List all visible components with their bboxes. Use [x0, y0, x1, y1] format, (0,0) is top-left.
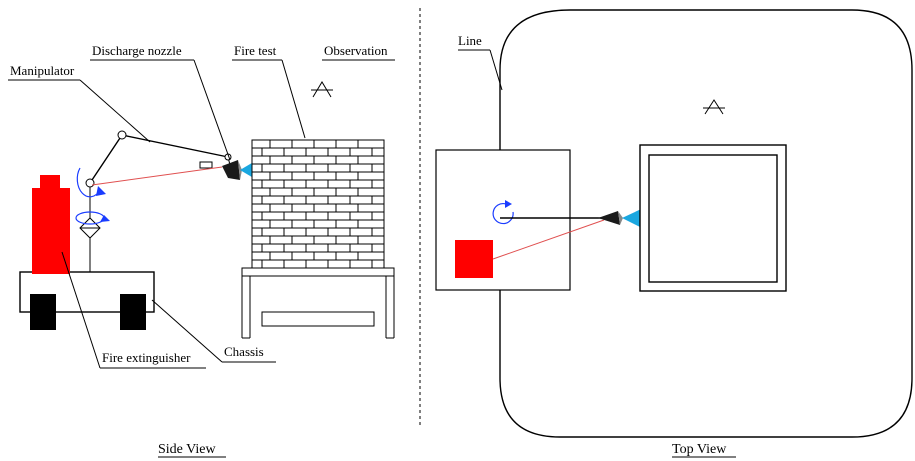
rotation-arrowhead-top [505, 200, 512, 208]
fire-extinguisher [32, 188, 70, 274]
discharge-nozzle [222, 160, 240, 180]
fire-test-stand [241, 267, 395, 339]
caption-top-view: Top View [672, 442, 727, 457]
laser-beam-side [91, 166, 223, 186]
rotation-arrowhead-shoulder [96, 186, 106, 196]
leader-line [489, 49, 503, 91]
observation-symbol-side [312, 81, 332, 98]
label-fire-test: Fire test [234, 43, 277, 58]
leader-fire-extinguisher [61, 251, 101, 369]
elbow-joint [117, 130, 127, 140]
leader-manipulator [79, 79, 151, 143]
chassis-body [19, 271, 155, 313]
observation-symbol-top [704, 99, 724, 115]
manipulator-arm-lower [89, 134, 123, 184]
label-manipulator: Manipulator [10, 63, 75, 78]
label-observation: Observation [324, 43, 388, 58]
fire-test-top-outer [639, 144, 787, 292]
chassis-wheel-right [120, 294, 146, 330]
manipulator-arm-upper [121, 134, 229, 158]
label-discharge-nozzle: Discharge nozzle [92, 43, 182, 58]
laser-beam-top [492, 219, 605, 260]
rotation-arrowhead-base [100, 215, 110, 222]
caption-side-view: Side View [158, 442, 217, 457]
label-line: Line [458, 33, 482, 48]
label-fire-extinguisher: Fire extinguisher [102, 350, 191, 365]
fire-test-crib [251, 139, 385, 269]
extinguisher-cap [40, 175, 60, 189]
rotary-joint [79, 217, 101, 239]
discharge-nozzle-top [598, 211, 620, 225]
chassis-wheel-left [30, 294, 56, 330]
side-view: Discharge nozzle Fire test Observation M… [8, 43, 395, 458]
laser-emitter [199, 161, 213, 169]
rotation-arrow-shoulder [76, 167, 101, 198]
leader-fire-test [281, 59, 306, 139]
label-chassis: Chassis [224, 344, 264, 359]
fire-extinguisher-top [455, 240, 493, 278]
top-view: Line Top View [435, 9, 913, 458]
shoulder-joint [85, 178, 95, 188]
boundary-line [499, 9, 913, 438]
leader-chassis [151, 299, 223, 363]
leader-discharge-nozzle [193, 59, 231, 161]
fire-test-top-inner [648, 154, 778, 283]
